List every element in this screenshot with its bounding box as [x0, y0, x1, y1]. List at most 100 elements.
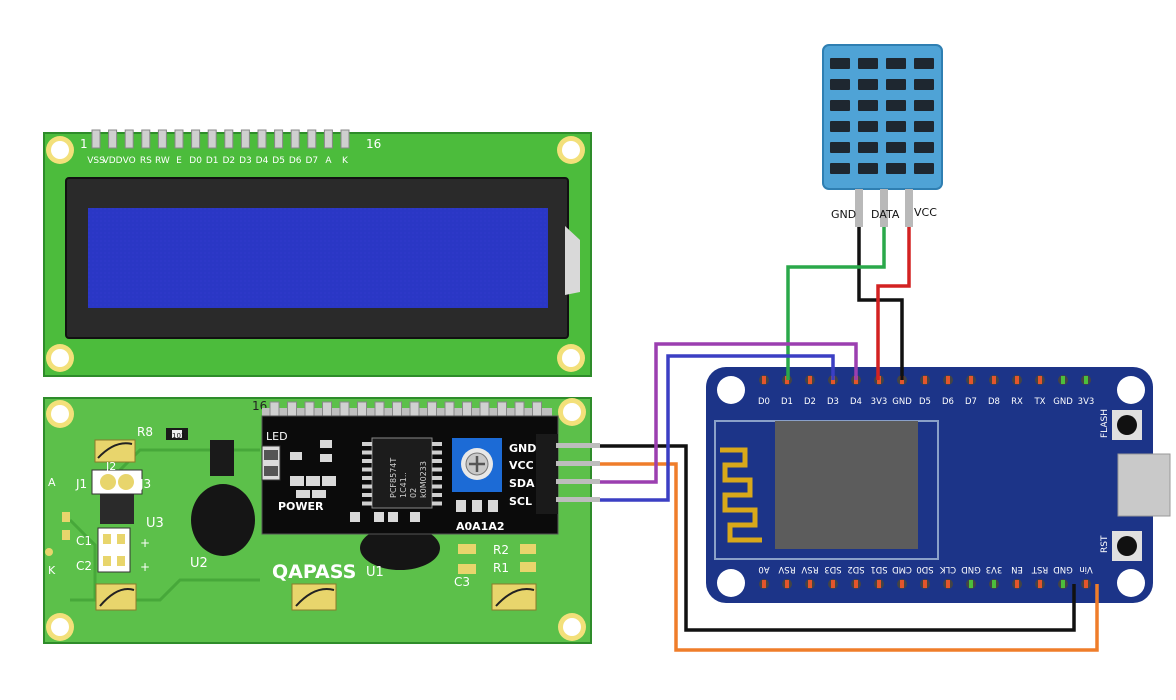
- reset-button[interactable]: [1117, 536, 1137, 556]
- pin-pad: [1084, 580, 1088, 588]
- dht-grille-slot: [886, 100, 906, 111]
- wire-i2c-sda: [600, 342, 858, 484]
- pin-pad: [808, 376, 812, 384]
- label-u1: U1: [366, 565, 384, 580]
- nodemcu-bottom-label-a0: A0: [758, 564, 769, 574]
- chip-text-1: PCF8574T: [389, 458, 398, 498]
- chip-leg: [362, 476, 372, 480]
- wire-i2c-scl: [600, 354, 835, 502]
- label-plus-2: +: [140, 560, 150, 574]
- pin-pad: [1038, 376, 1042, 384]
- lcd-pin-label-d7: D7: [305, 156, 318, 166]
- lcd-header-pin: [174, 129, 184, 149]
- pcf8574-chip: [371, 437, 433, 509]
- lcd-header-pin: [340, 129, 350, 149]
- lcd-pin-label-k: K: [342, 156, 349, 166]
- i2c-power-label: POWER: [278, 500, 324, 513]
- nodemcu-bottom-label-rsv: RSV: [801, 564, 818, 574]
- dht-pin-gnd: GND: [831, 208, 856, 221]
- nodemcu-bottom-label-cmd: CMD: [892, 564, 912, 574]
- pin-pad: [877, 580, 881, 588]
- lcd-header-pin: [108, 129, 118, 149]
- i2c-header-pin: [409, 401, 420, 417]
- dht-grille-slot: [886, 142, 906, 153]
- nodemcu-bottom-label-gnd: GND: [1053, 564, 1073, 574]
- lcd-header-pin: [157, 129, 167, 149]
- nodemcu-bottom-label-rst: RST: [1031, 564, 1048, 574]
- nodemcu-bottom-label-3v3: 3V3: [986, 564, 1003, 574]
- i2c-pin-sda: SDA: [509, 477, 535, 490]
- chip-leg: [432, 476, 442, 480]
- i2c-address-label: A0A1A2: [456, 520, 505, 533]
- flash-button[interactable]: [1117, 415, 1137, 435]
- nodemcu-bottom-label-sd3: SD3: [824, 564, 841, 574]
- nodemcu-bottom-label-en: EN: [1011, 564, 1023, 574]
- pin-pad: [992, 580, 996, 588]
- lcd-header-pin: [191, 129, 201, 149]
- lcd-pin-last-label: 16: [366, 137, 381, 151]
- dht-pin-vcc: VCC: [914, 206, 937, 219]
- lcd-header-pin: [257, 129, 267, 149]
- lcd-header-pin: [290, 129, 300, 149]
- chip-leg: [432, 493, 442, 497]
- pin-pad: [762, 580, 766, 588]
- lcd-header-pins: [91, 129, 350, 149]
- lcd-header-pin: [91, 129, 101, 149]
- label-r2: R2: [493, 543, 509, 557]
- i2c-header-pin: [462, 401, 472, 417]
- lcd-pin-label-e: E: [176, 156, 182, 166]
- label-j2: J2: [105, 460, 116, 473]
- dht-grille-slot: [886, 163, 906, 174]
- pin-pad: [923, 580, 927, 588]
- lcd-header-pin: [141, 129, 151, 149]
- nodemcu-top-label-3v3: 3V3: [871, 397, 888, 407]
- lcd-header-pin: [323, 129, 333, 149]
- dht-grille-slot: [914, 163, 934, 174]
- label-j1: J1: [75, 477, 87, 491]
- dht-grille-slot: [914, 121, 934, 132]
- nodemcu-top-label-gnd: GND: [1053, 397, 1073, 407]
- usb-port[interactable]: [1117, 453, 1171, 517]
- chip-leg: [432, 467, 442, 472]
- chip-leg: [432, 459, 442, 463]
- brand-label: QAPASS: [272, 561, 356, 583]
- nodemcu-top-label-d3: D3: [827, 397, 839, 407]
- glob-chip-u1: [360, 526, 440, 570]
- dht-grille-slot: [858, 100, 878, 111]
- label-r1: R1: [493, 561, 509, 575]
- chip-leg: [362, 442, 372, 446]
- chip-leg: [362, 467, 372, 472]
- lcd-header-pin: [207, 129, 217, 149]
- glob-chip-u2: [191, 484, 255, 556]
- i2c-header-pin: [339, 401, 350, 417]
- lcd-pin-label-rs: RS: [140, 156, 152, 166]
- esp-shield-can: [775, 421, 918, 549]
- nodemcu-top-label-rx: RX: [1011, 397, 1023, 407]
- wire-dht-vcc: [876, 227, 911, 380]
- lcd-pin-label-vdd: VDD: [103, 156, 123, 166]
- lcd-pin-label-d0: D0: [189, 156, 202, 166]
- pin-pad: [946, 580, 950, 588]
- dht-grille-slot: [886, 58, 906, 69]
- antenna-trace: [720, 447, 762, 543]
- dht-grille-slot: [830, 100, 850, 111]
- dht-grille-slot: [886, 121, 906, 132]
- nodemcu-top-label-d4: D4: [850, 397, 862, 407]
- chip-leg: [362, 484, 372, 489]
- pin-pad: [831, 580, 835, 588]
- i2c-header-pin: [374, 401, 385, 417]
- wires: [600, 227, 1099, 652]
- dht-grille-slot: [886, 79, 906, 90]
- nodemcu-bottom-label-sd2: SD2: [847, 564, 864, 574]
- dht-grille-slot: [858, 163, 878, 174]
- dht-grille-slot: [830, 142, 850, 153]
- i2c-header-pin: [304, 401, 315, 417]
- i2c-pin-vcc: VCC: [509, 459, 534, 472]
- chip-text-3: 02: [409, 488, 418, 498]
- pin-pad: [1084, 376, 1088, 384]
- pin-pad: [808, 580, 812, 588]
- lcd-header-pin: [124, 129, 134, 149]
